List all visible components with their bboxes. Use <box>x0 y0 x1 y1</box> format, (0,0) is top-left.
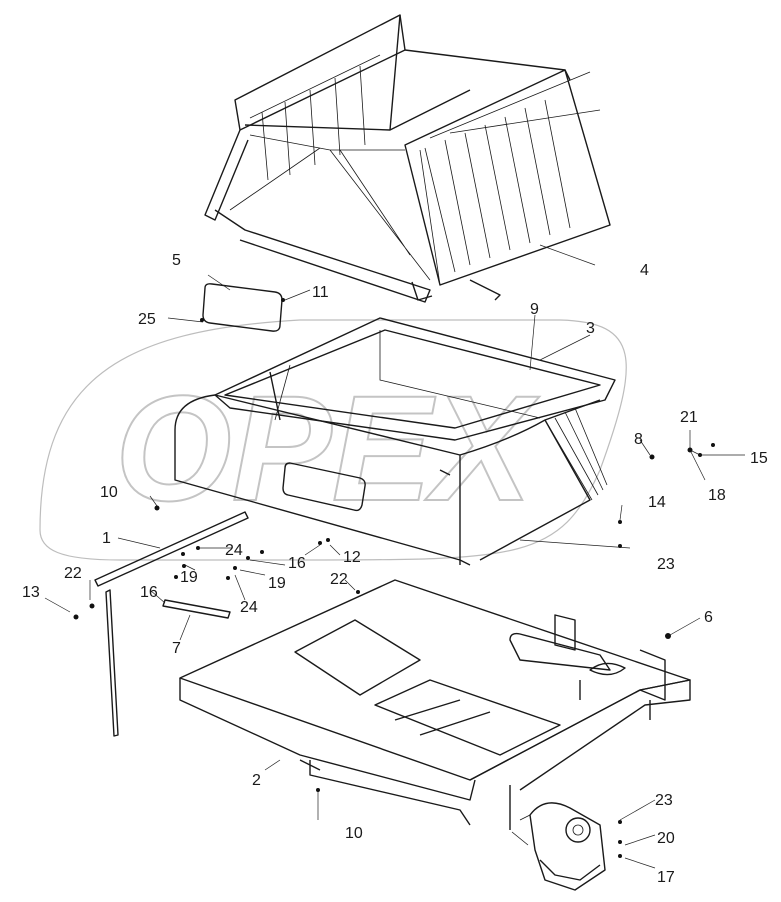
callout-19-left: 19 <box>180 569 198 586</box>
callout-22-left: 22 <box>64 565 82 582</box>
part-5-window <box>202 283 283 332</box>
callout-3: 3 <box>586 320 595 337</box>
callout-16-left: 16 <box>140 584 158 601</box>
callout-labels: 4 5 11 25 9 3 8 21 15 18 14 23 10 1 12 2… <box>22 252 768 886</box>
part-4-hopper-extension <box>204 14 611 303</box>
callout-8: 8 <box>634 431 643 448</box>
callout-25: 25 <box>138 311 156 328</box>
callout-18: 18 <box>708 487 726 504</box>
callout-15: 15 <box>750 450 768 467</box>
hardware-dots <box>73 298 715 858</box>
callout-24-upper: 24 <box>225 542 243 559</box>
callout-5: 5 <box>172 252 181 269</box>
callout-13: 13 <box>22 584 40 601</box>
callout-14: 14 <box>648 494 666 511</box>
part-3-hopper-body <box>174 317 616 566</box>
callout-21: 21 <box>680 409 698 426</box>
callout-4: 4 <box>640 262 649 279</box>
part-2-hopper-base <box>179 579 691 830</box>
callout-10-lower: 10 <box>345 825 363 842</box>
callout-12: 12 <box>343 549 361 566</box>
callout-23-lower: 23 <box>655 792 673 809</box>
callout-1: 1 <box>102 530 111 547</box>
callout-10-upper: 10 <box>100 484 118 501</box>
callout-20: 20 <box>657 830 675 847</box>
callout-6: 6 <box>704 609 713 626</box>
callout-16-right: 16 <box>288 555 306 572</box>
callout-2: 2 <box>252 772 261 789</box>
part-1-rod <box>94 511 249 737</box>
watermark-text: OPEX <box>115 364 540 532</box>
callout-19-right: 19 <box>268 575 286 592</box>
part-7-strap <box>162 599 231 619</box>
callout-24-lower: 24 <box>240 599 258 616</box>
callout-17: 17 <box>657 869 675 886</box>
callout-23-upper: 23 <box>657 556 675 573</box>
callout-7: 7 <box>172 640 181 657</box>
callout-9: 9 <box>530 301 539 318</box>
callout-11: 11 <box>312 284 329 301</box>
callout-22-right: 22 <box>330 571 348 588</box>
auger-motor <box>511 802 606 891</box>
leader-lines <box>44 244 745 869</box>
